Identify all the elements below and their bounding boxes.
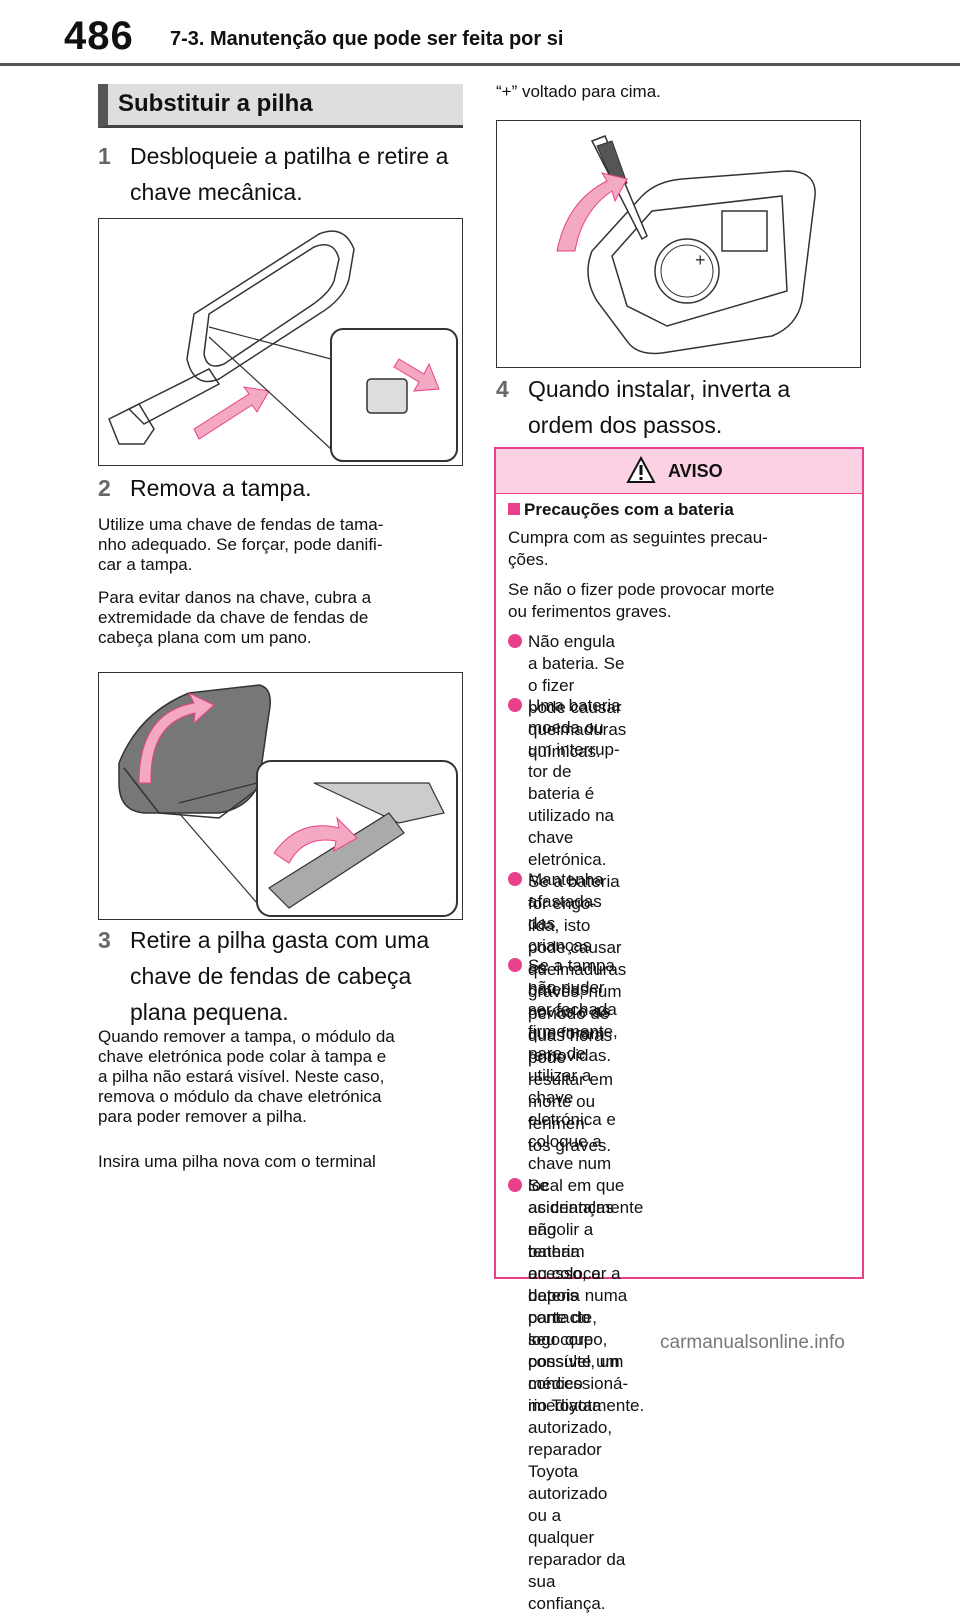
note-module-stuck: Quando remover a tampa, o módulo da chav… <box>98 1027 468 1127</box>
figure-remove-cover <box>98 672 463 920</box>
note-line: “+” voltado para cima. <box>496 82 661 101</box>
note-line: Insira uma pilha nova com o terminal <box>98 1152 376 1171</box>
step-3: 3 Retire a pilha gasta com uma chave de … <box>98 922 468 1030</box>
page-header: 486 7-3. Manutenção que pode ser feita p… <box>0 0 960 70</box>
warning-label: AVISO <box>668 461 723 481</box>
bullet-dot-icon <box>508 1178 522 1192</box>
section-title: 7-3. Manutenção que pode ser feita por s… <box>170 28 564 50</box>
warning-intro-1: Cumpra com as seguintes precau- ções. <box>508 527 768 571</box>
warning-line: ções. <box>508 550 549 569</box>
warning-line: Uma bateria moeda ou um interrup- <box>528 696 621 759</box>
warning-line: as baterias novas e as que foram <box>528 958 611 1043</box>
note-line: Para evitar danos na chave, cubra a <box>98 588 372 607</box>
step-text-line: chave de fendas de cabeça <box>130 963 412 989</box>
step-text-line: ordem dos passos. <box>528 412 723 438</box>
warning-line: Toyota autorizado ou a qualquer <box>528 1462 608 1547</box>
page-number: 486 <box>64 14 134 58</box>
step-text-line: Remova a tampa. <box>130 475 312 501</box>
note-line: Quando remover a tampa, o módulo da <box>98 1027 395 1046</box>
step-text-line: chave mecânica. <box>130 179 303 205</box>
warning-line: removidas. <box>528 1046 612 1065</box>
note-insert-battery: Insira uma pilha nova com o terminal <box>98 1152 468 1172</box>
note-line: chave eletrónica pode colar à tampa e <box>98 1047 387 1066</box>
note-line: nho adequado. Se forçar, pode danifi- <box>98 535 383 554</box>
warning-line: Cumpra com as seguintes precau- <box>508 528 768 547</box>
battery-removal-illustration: + <box>556 135 816 355</box>
note-line: Utilize uma chave de fendas de tama- <box>98 515 384 534</box>
warning-line: pode resultar em morte ou ferimen- <box>528 1048 614 1133</box>
step-number: 2 <box>98 475 111 501</box>
warning-triangle-icon <box>626 456 656 483</box>
svg-text:+: + <box>695 250 706 270</box>
cover-removal-illustration <box>118 684 458 917</box>
bullet-dot-icon <box>508 958 522 972</box>
note-insert-battery-cont: “+” voltado para cima. <box>496 82 864 102</box>
warning-box: AVISO Precauções com a bateria Cumpra co… <box>494 447 864 1613</box>
topic-title: Substituir a pilha <box>118 90 313 117</box>
bullet-dot-icon <box>508 872 522 886</box>
warning-line: lida, isto pode causar queimaduras <box>528 916 627 979</box>
warning-line: eletrónica. Se a bateria for engo- <box>528 850 620 913</box>
warning-heading-text: Precauções com a bateria <box>524 500 734 519</box>
note-line: extremidade da chave de fendas de <box>98 608 369 627</box>
warning-line: Se a tampa não puder ser fechada <box>528 956 617 1019</box>
step-text-line: plana pequena. <box>130 999 289 1025</box>
header-rule <box>0 63 960 66</box>
note-screwdriver-size: Utilize uma chave de fendas de tama- nho… <box>98 515 468 575</box>
step-text-line: Quando instalar, inverta a <box>528 376 791 402</box>
step-number: 1 <box>98 143 111 169</box>
warning-heading: Precauções com a bateria <box>508 499 734 521</box>
key-fob-illustration <box>108 230 458 462</box>
warning-line: seu corpo, consulte um médico <box>528 1330 620 1393</box>
watermark: carmanualsonline.info <box>660 1332 845 1353</box>
warning-intro-2: Se não o fizer pode provocar morte ou fe… <box>508 579 774 623</box>
warning-line: Se acidentalmente engolir a bateria <box>528 1176 644 1261</box>
warning-line: tor de bateria é utilizado na chave <box>528 762 615 847</box>
square-bullet-icon <box>508 503 520 515</box>
warning-header: AVISO <box>496 449 862 494</box>
warning-line: reparador da sua confiança. <box>528 1550 626 1613</box>
warning-line: Não engula a bateria. Se o fizer <box>528 632 625 695</box>
bullet-dot-icon <box>508 698 522 712</box>
warning-line: tos graves. <box>528 1136 612 1155</box>
warning-line: ou ferimentos graves. <box>508 602 672 621</box>
step-2: 2 Remova a tampa. <box>98 470 468 506</box>
warning-line: ou colocar a bateria numa parte do <box>528 1264 628 1327</box>
note-line: cabeça plana com um pano. <box>98 628 312 647</box>
note-line: para poder remover a pilha. <box>98 1107 307 1126</box>
step-number: 3 <box>98 927 111 953</box>
figure-remove-mechanical-key <box>98 218 463 466</box>
note-cover-screwdriver: Para evitar danos na chave, cubra a extr… <box>98 588 468 648</box>
figure-remove-battery: + <box>496 120 861 368</box>
note-line: remova o módulo da chave eletrónica <box>98 1087 382 1106</box>
warning-line: graves, num período de duas horas <box>528 982 622 1045</box>
warning-line: local em que as crianças não <box>528 1176 625 1239</box>
step-number: 4 <box>496 376 509 402</box>
step-text-line: Desbloqueie a patilha e retire a <box>130 143 449 169</box>
topic-title-bar: Substituir a pilha <box>98 84 463 128</box>
warning-line: Mantenha afastadas das crianças <box>528 870 604 955</box>
warning-line: tenham acesso, e depois contacte, <box>528 1242 601 1327</box>
warning-line: firmemente, pare de utilizar a chave <box>528 1022 618 1107</box>
warning-line: eletrónica e coloque a chave num <box>528 1110 616 1173</box>
warning-line: imediatamente. <box>528 1396 645 1415</box>
step-1: 1 Desbloqueie a patilha e retire a chave… <box>98 138 468 210</box>
note-line: a pilha não estará visível. Neste caso, <box>98 1067 385 1086</box>
note-line: car a tampa. <box>98 555 193 574</box>
step-text-line: Retire a pilha gasta com uma <box>130 927 430 953</box>
step-4: 4 Quando instalar, inverta a ordem dos p… <box>496 371 864 443</box>
warning-line: pode causar queimaduras químicas. <box>528 698 627 761</box>
warning-line: Se não o fizer pode provocar morte <box>508 580 775 599</box>
bullet-dot-icon <box>508 634 522 648</box>
